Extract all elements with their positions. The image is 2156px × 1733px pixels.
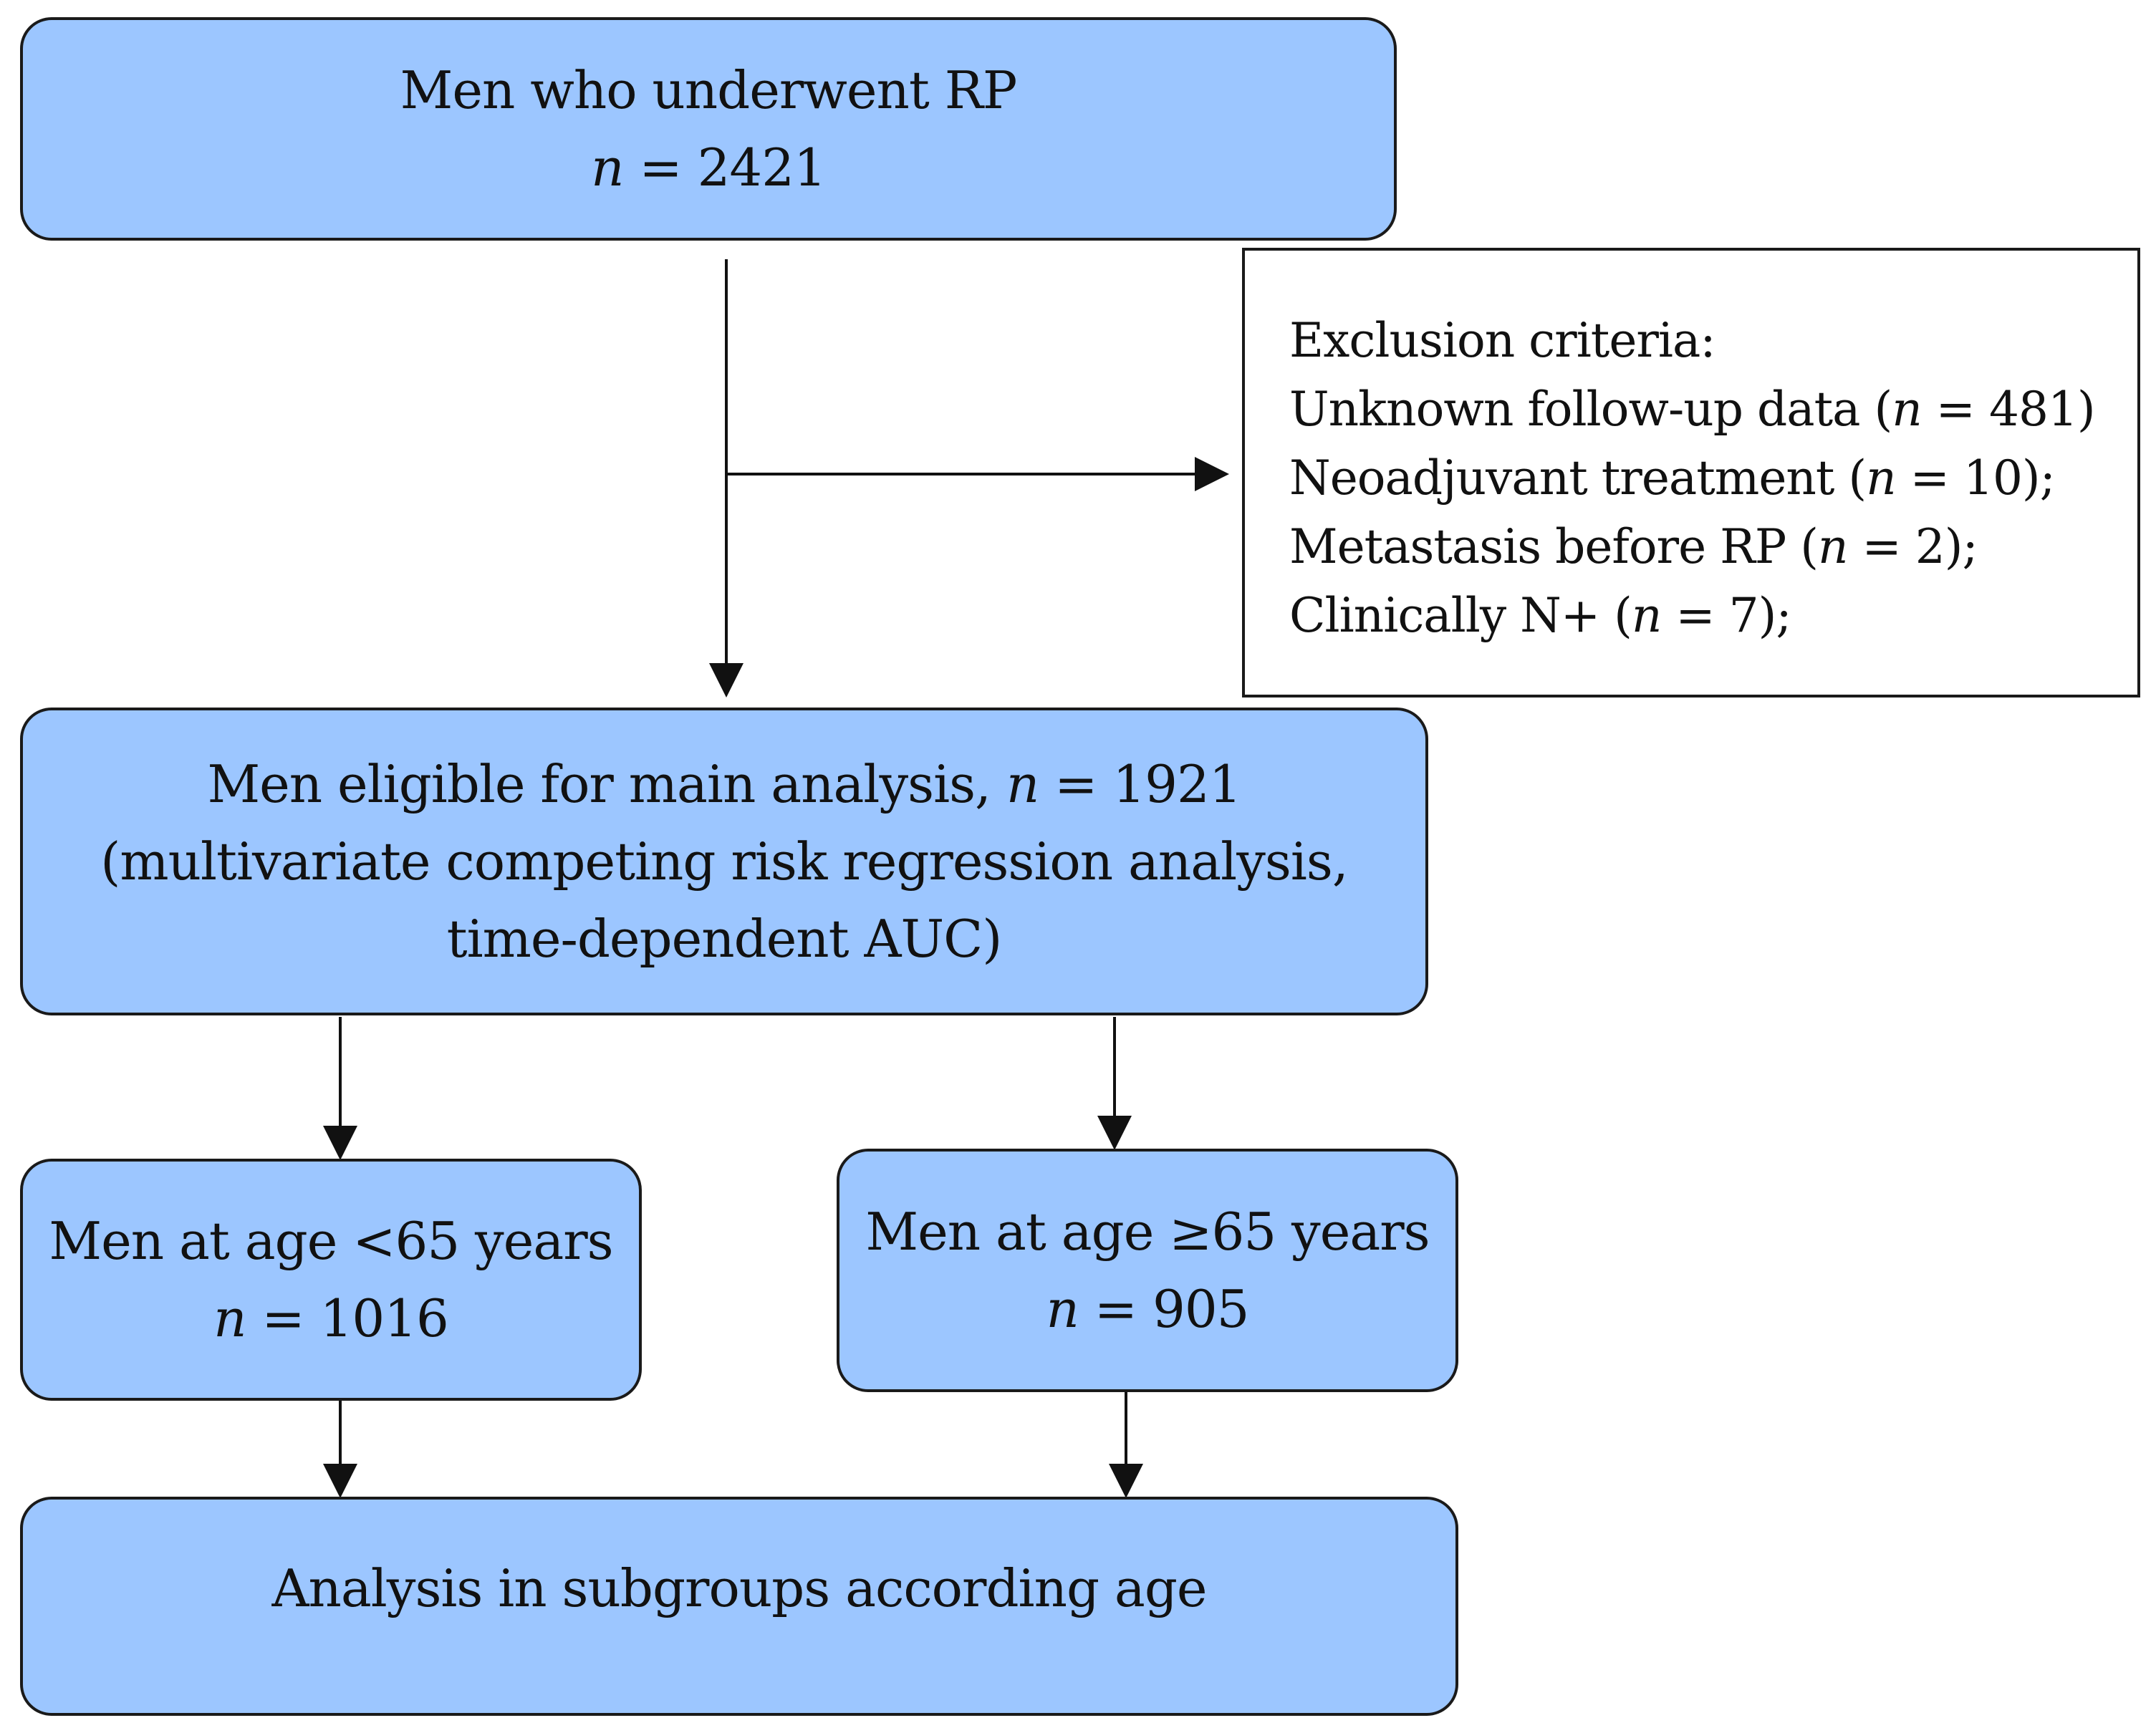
box-under65-count: n = 1016 — [213, 1280, 449, 1357]
box-eligible-detail: time-dependent AUC) — [446, 909, 1003, 969]
count-value: = 905 — [1078, 1279, 1250, 1339]
n-symbol: n — [591, 137, 624, 198]
count-value: = 1921 — [1039, 754, 1241, 814]
box-final-title: Analysis in subgroups according age — [271, 1558, 1207, 1618]
n-symbol: n — [1817, 519, 1849, 574]
n-symbol: n — [1631, 588, 1662, 643]
box-age-under-65: Men at age <65 years n = 1016 — [20, 1159, 642, 1401]
n-symbol: n — [1006, 754, 1039, 814]
count-value: = 1016 — [246, 1288, 448, 1348]
box-exclusion-criteria: Exclusion criteria: Unknown follow-up da… — [1242, 248, 2140, 697]
exclusion-item: Neoadjuvant treatment (n = 10); — [1289, 450, 2056, 506]
count-value: = 2421 — [623, 137, 826, 198]
box-subgroup-analysis: Analysis in subgroups according age — [20, 1497, 1458, 1716]
box-over65-title: Men at age ≥65 years — [865, 1202, 1430, 1262]
exclusion-title: Exclusion criteria: — [1289, 313, 1716, 368]
box-eligible-detail: (multivariate competing risk regression … — [100, 831, 1348, 892]
n-symbol: n — [1892, 382, 1922, 437]
box-rp-count: n = 2421 — [591, 129, 827, 206]
box-men-underwent-rp: Men who underwent RP n = 2421 — [20, 17, 1397, 241]
n-symbol: n — [1046, 1279, 1079, 1339]
box-eligible-title: Men eligible for main analysis, n = 1921 — [207, 754, 1241, 814]
box-age-65-and-over: Men at age ≥65 years n = 905 — [837, 1149, 1458, 1392]
n-symbol: n — [213, 1288, 246, 1348]
exclusion-item: Metastasis before RP (n = 2); — [1289, 519, 1978, 574]
box-eligible-main-analysis: Men eligible for main analysis, n = 1921… — [20, 708, 1428, 1015]
exclusion-item: Unknown follow-up data (n = 481) — [1289, 382, 2096, 437]
n-symbol: n — [1866, 450, 1897, 506]
box-rp-title: Men who underwent RP — [400, 60, 1018, 120]
box-over65-count: n = 905 — [1046, 1270, 1250, 1348]
exclusion-item: Clinically N+ (n = 7); — [1289, 588, 1792, 643]
box-under65-title: Men at age <65 years — [49, 1211, 613, 1271]
exclusion-list: Exclusion criteria: Unknown follow-up da… — [1289, 306, 2096, 650]
